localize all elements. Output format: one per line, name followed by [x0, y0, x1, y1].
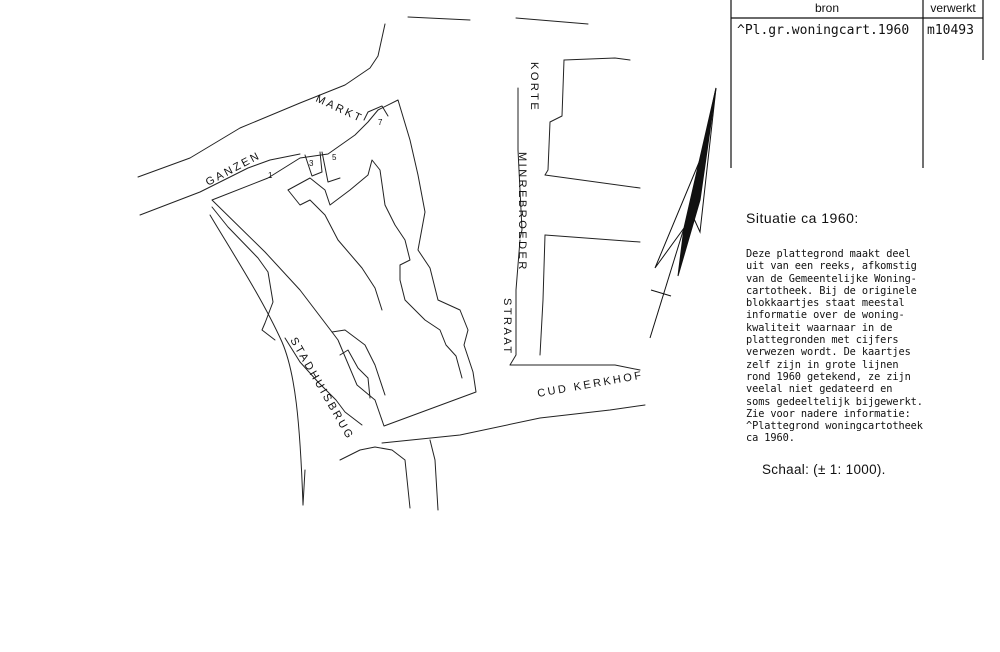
building-lot — [287, 159, 463, 379]
block-edge — [517, 87, 523, 239]
building-lot — [363, 105, 389, 121]
street-edge — [209, 214, 304, 506]
scale-text: Schaal: (± 1: 1000). — [762, 461, 886, 477]
street-edge — [515, 17, 589, 25]
street-edge — [429, 439, 439, 511]
street-label-korte: KORTE — [528, 62, 540, 112]
street-edge — [211, 206, 276, 341]
info-panel: Situatie ca 1960: Deze plattegrond maakt… — [746, 210, 996, 477]
header-verwerkt: verwerkt — [930, 1, 976, 15]
street-edge — [381, 404, 646, 444]
building-lot — [321, 151, 341, 183]
street-edge — [509, 364, 641, 371]
plot-number: 5 — [332, 153, 337, 162]
street-edge — [139, 153, 301, 216]
street-edge — [137, 23, 386, 178]
building-lot — [287, 189, 383, 311]
block-edge — [544, 234, 641, 243]
plot-number: 1 — [268, 171, 273, 180]
street-label-straat: STRAAT — [501, 298, 513, 356]
building-lot — [304, 151, 323, 177]
block-edge — [509, 239, 521, 366]
header-bron: bron — [814, 1, 840, 15]
source-table: bron verwerkt ^Pl.gr.woningcart.1960 m10… — [731, 0, 983, 168]
building-lot — [339, 349, 371, 399]
street-edge — [284, 337, 363, 426]
street-edge — [407, 16, 471, 21]
block-edge — [563, 57, 631, 61]
street-label-minrebroeder: MINREBROEDER — [516, 152, 528, 272]
building-block — [211, 99, 477, 427]
building-lot — [331, 329, 386, 396]
table-grid — [730, 0, 984, 168]
block-edge — [544, 59, 565, 176]
street-edge — [302, 469, 306, 506]
street-label-oud-kerkhof: CUD KERKHOF — [536, 369, 644, 399]
block-edge — [544, 174, 641, 189]
block-edge — [539, 234, 546, 356]
street-label-ganzen: GANZEN — [204, 149, 263, 188]
info-title: Situatie ca 1960: — [746, 210, 859, 226]
cell-bron: ^Pl.gr.woningcart.1960 — [737, 23, 910, 38]
street-edge — [339, 446, 411, 509]
north-arrow-icon — [649, 87, 717, 339]
plot-number: 3 — [309, 159, 314, 168]
cell-verwerkt: m10493 — [927, 23, 974, 38]
plot-number: 7 — [378, 118, 383, 127]
street-label-markt: MARKT — [314, 93, 365, 125]
info-body: Deze plattegrond maakt deel uit van een … — [746, 248, 923, 445]
